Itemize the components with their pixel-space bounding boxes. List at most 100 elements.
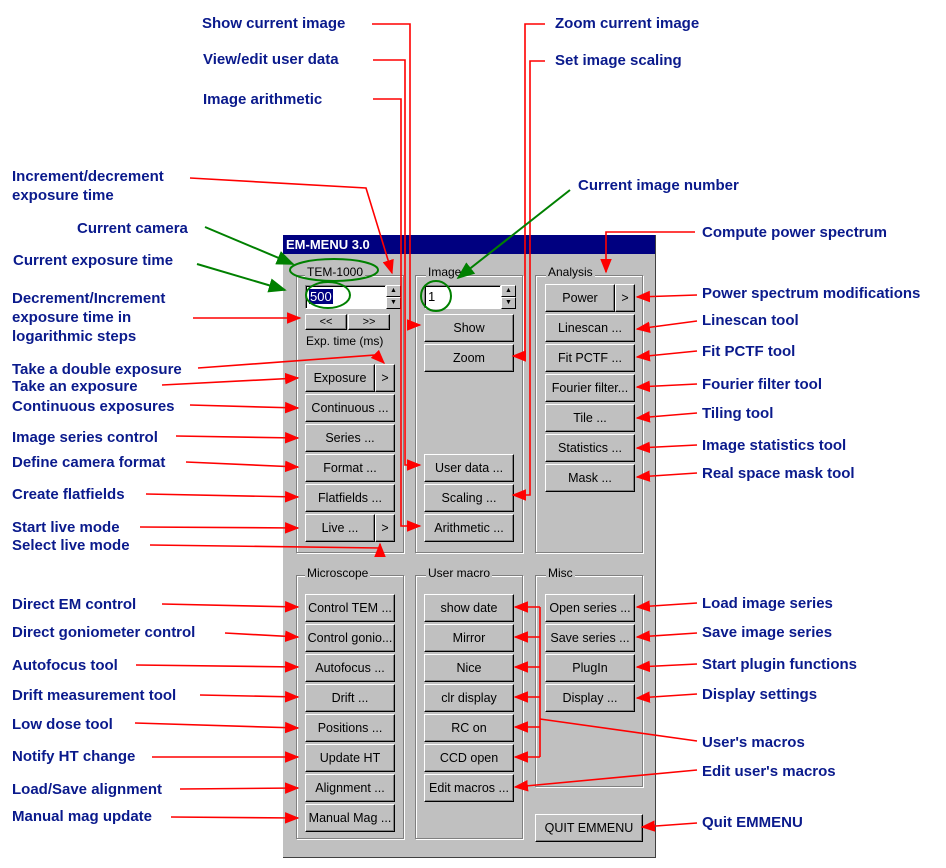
- annot-current-image-number: Current image number: [578, 177, 739, 194]
- macro-ccd-open-button[interactable]: CCD open: [424, 744, 514, 772]
- annot-compute-power-spectrum: Compute power spectrum: [702, 224, 888, 241]
- arithmetic-button[interactable]: Arithmetic ...: [424, 514, 514, 542]
- alignment-button[interactable]: Alignment ...: [305, 774, 395, 802]
- annot-view-edit-user-data: View/edit user data: [203, 51, 339, 68]
- open-series-button[interactable]: Open series ...: [545, 594, 635, 622]
- show-button[interactable]: Show: [424, 314, 514, 342]
- image-spin-down[interactable]: ▼: [501, 297, 516, 309]
- power-options-button[interactable]: >: [615, 284, 635, 312]
- exposure-button[interactable]: Exposure: [305, 364, 375, 392]
- annot-create-flatfields: Create flatfields: [12, 486, 125, 503]
- image-spin-up[interactable]: ▲: [501, 285, 516, 297]
- user-macro-label: User macro: [426, 566, 493, 580]
- scaling-button[interactable]: Scaling ...: [424, 484, 514, 512]
- microscope-label: Microscope: [305, 566, 371, 580]
- manual-mag-button[interactable]: Manual Mag ...: [305, 804, 395, 832]
- annot-direct-gonio-control: Direct goniometer control: [12, 624, 196, 641]
- fit-pctf-button[interactable]: Fit PCTF ...: [545, 344, 635, 372]
- annot-save-image-series: Save image series: [702, 624, 833, 641]
- continuous-button[interactable]: Continuous ...: [305, 394, 395, 422]
- annot-display-settings: Display settings: [702, 686, 818, 703]
- annot-edit-users-macros: Edit user's macros: [702, 763, 836, 780]
- annot-image-series-control: Image series control: [12, 429, 158, 446]
- annot-take-exposure: Take an exposure: [12, 378, 138, 395]
- annot-declog-line1: Decrement/Increment: [12, 290, 166, 307]
- window-title: EM-MENU 3.0: [283, 235, 655, 254]
- annot-fourier-filter-tool: Fourier filter tool: [702, 376, 822, 393]
- exposure-decrement-button[interactable]: <<: [305, 314, 347, 330]
- annot-start-live-mode: Start live mode: [12, 519, 120, 536]
- annot-select-live-mode: Select live mode: [12, 537, 130, 554]
- annot-declog-line3: logarithmic steps: [12, 328, 137, 345]
- macro-mirror-button[interactable]: Mirror: [424, 624, 514, 652]
- statistics-button[interactable]: Statistics ...: [545, 434, 635, 462]
- control-gonio-button[interactable]: Control gonio...: [305, 624, 395, 652]
- power-button[interactable]: Power: [545, 284, 615, 312]
- annot-image-arithmetic: Image arithmetic: [203, 91, 323, 108]
- linescan-button[interactable]: Linescan ...: [545, 314, 635, 342]
- exp-time-label: Exp. time (ms): [306, 334, 384, 348]
- exposure-time-field[interactable]: 500: [305, 285, 386, 309]
- em-menu-window: EM-MENU 3.0 TEM-1000 500 ▲ ▼ << >> Exp. …: [283, 235, 656, 858]
- live-mode-select-button[interactable]: >: [375, 514, 395, 542]
- mask-button[interactable]: Mask ...: [545, 464, 635, 492]
- flatfields-button[interactable]: Flatfields ...: [305, 484, 395, 512]
- annot-current-camera: Current camera: [77, 220, 188, 237]
- image-group-label: Image: [426, 265, 464, 279]
- format-button[interactable]: Format ...: [305, 454, 395, 482]
- annot-load-save-alignment: Load/Save alignment: [12, 781, 163, 798]
- live-button[interactable]: Live ...: [305, 514, 375, 542]
- annot-continuous-exposures: Continuous exposures: [12, 398, 175, 415]
- positions-button[interactable]: Positions ...: [305, 714, 395, 742]
- annot-users-macros: User's macros: [702, 734, 805, 751]
- annot-fit-pctf-tool: Fit PCTF tool: [702, 343, 796, 360]
- autofocus-button[interactable]: Autofocus ...: [305, 654, 395, 682]
- drift-button[interactable]: Drift ...: [305, 684, 395, 712]
- user-data-button[interactable]: User data ...: [424, 454, 514, 482]
- plugin-button[interactable]: PlugIn: [545, 654, 635, 682]
- series-button[interactable]: Series ...: [305, 424, 395, 452]
- zoom-button[interactable]: Zoom: [424, 344, 514, 372]
- save-series-button[interactable]: Save series ...: [545, 624, 635, 652]
- image-number-field[interactable]: 1: [424, 285, 501, 309]
- tile-button[interactable]: Tile ...: [545, 404, 635, 432]
- macro-nice-button[interactable]: Nice: [424, 654, 514, 682]
- annot-drift-tool: Drift measurement tool: [12, 687, 177, 704]
- annot-linescan-tool: Linescan tool: [702, 312, 799, 329]
- annot-incdec-line1: Increment/decrement: [12, 168, 164, 185]
- exposure-increment-button[interactable]: >>: [348, 314, 390, 330]
- annot-set-image-scaling: Set image scaling: [555, 52, 682, 69]
- annot-direct-em-control: Direct EM control: [12, 596, 137, 613]
- edit-macros-button[interactable]: Edit macros ...: [424, 774, 514, 802]
- annot-manual-mag-update: Manual mag update: [12, 808, 153, 825]
- annot-incdec-line2: exposure time: [12, 187, 114, 204]
- display-button[interactable]: Display ...: [545, 684, 635, 712]
- annot-power-mods: Power spectrum modifications: [702, 285, 921, 302]
- analysis-label: Analysis: [546, 265, 595, 279]
- annot-declog-line2: exposure time in: [12, 309, 132, 326]
- update-ht-button[interactable]: Update HT: [305, 744, 395, 772]
- annot-start-plugin: Start plugin functions: [702, 656, 857, 673]
- annot-double-exposure: Take a double exposure: [12, 361, 182, 378]
- annot-current-exposure-time: Current exposure time: [13, 252, 174, 269]
- fourier-filter-button[interactable]: Fourier filter...: [545, 374, 635, 402]
- annot-zoom-current-image: Zoom current image: [555, 15, 700, 32]
- misc-label: Misc: [546, 566, 575, 580]
- annot-autofocus-tool: Autofocus tool: [12, 657, 118, 674]
- annot-tiling-tool: Tiling tool: [702, 405, 774, 422]
- control-tem-button[interactable]: Control TEM ...: [305, 594, 395, 622]
- annot-notify-ht: Notify HT change: [12, 748, 136, 765]
- quit-emmenu-button[interactable]: QUIT EMMENU: [535, 814, 643, 842]
- double-exposure-button[interactable]: >: [375, 364, 395, 392]
- annot-quit-emmenu: Quit EMMENU: [702, 814, 803, 831]
- macro-rc-on-button[interactable]: RC on: [424, 714, 514, 742]
- misc-group: [535, 575, 643, 787]
- macro-show-date-button[interactable]: show date: [424, 594, 514, 622]
- camera-label: TEM-1000: [305, 265, 366, 279]
- annot-define-camera-format: Define camera format: [12, 454, 166, 471]
- annot-image-statistics-tool: Image statistics tool: [702, 437, 847, 454]
- annot-load-image-series: Load image series: [702, 595, 833, 612]
- macro-clr-display-button[interactable]: clr display: [424, 684, 514, 712]
- annot-real-space-mask-tool: Real space mask tool: [702, 465, 855, 482]
